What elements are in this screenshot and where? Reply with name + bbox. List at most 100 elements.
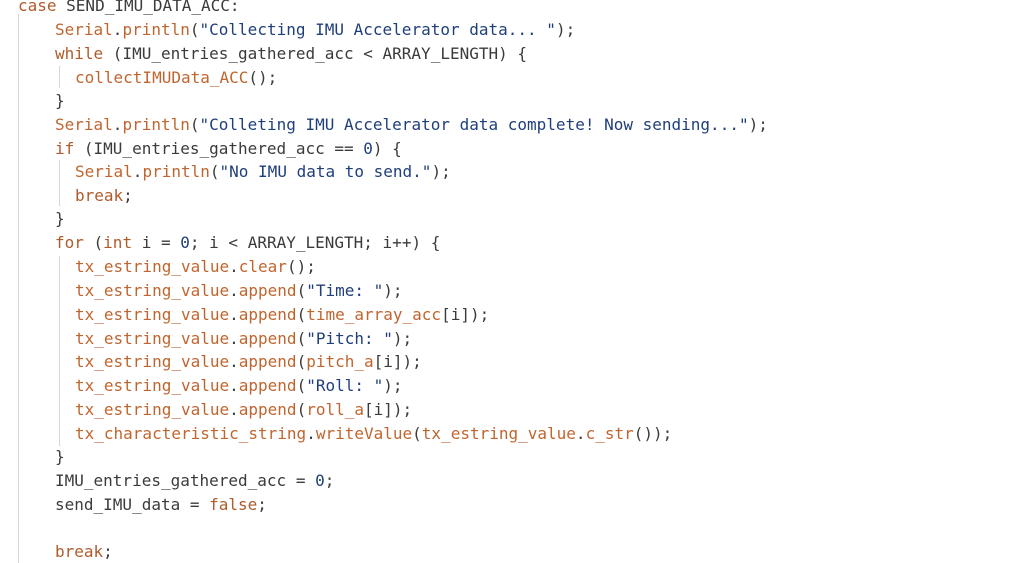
function-token: println (122, 20, 190, 39)
plain-token: ); (383, 281, 403, 300)
plain-token: ( (296, 329, 307, 348)
plain-token: ( (189, 20, 200, 39)
plain-token: ); (383, 376, 403, 395)
code-line[interactable]: Serial.println("Colleting IMU Accelerato… (55, 114, 768, 136)
code-line[interactable]: tx_estring_value.append("Pitch: "); (75, 328, 412, 350)
function-token: tx_estring_value (421, 424, 576, 443)
plain-token: ( (189, 115, 200, 134)
code-line[interactable]: if (IMU_entries_gathered_acc == 0) { (55, 138, 402, 160)
function-token: println (142, 162, 210, 181)
plain-token: . (132, 162, 143, 181)
plain-token: (IMU_entries_gathered_acc < ARRAY_LENGTH… (103, 44, 528, 63)
code-line[interactable]: } (55, 208, 65, 230)
plain-token: ); (748, 115, 768, 134)
code-line[interactable]: collectIMUData_ACC(); (75, 67, 277, 89)
function-token: tx_estring_value (75, 257, 230, 276)
keyword-token: false (209, 495, 258, 514)
indent-guide (59, 256, 60, 446)
function-token: tx_estring_value (75, 281, 230, 300)
code-line[interactable]: case SEND_IMU_DATA_ACC: (18, 0, 240, 17)
plain-token: ); (555, 20, 576, 39)
keyword-token: break (55, 542, 104, 561)
plain-token: ); (392, 329, 413, 348)
number-token: 0 (315, 471, 325, 490)
function-token: Serial (75, 162, 133, 181)
keyword-token: if (55, 139, 75, 158)
function-token: append (238, 329, 297, 348)
code-line[interactable]: tx_estring_value.append("Roll: "); (75, 375, 403, 397)
code-line[interactable]: IMU_entries_gathered_acc = 0; (55, 470, 334, 492)
plain-token: ; (324, 471, 335, 490)
plain-token: ( (296, 352, 307, 371)
code-line[interactable]: Serial.println("No IMU data to send."); (75, 161, 451, 183)
code-line[interactable]: tx_estring_value.append(time_array_acc[i… (75, 304, 489, 326)
plain-token: ; i < ARRAY_LENGTH; i++) { (189, 233, 441, 252)
code-line[interactable]: break; (75, 185, 133, 207)
plain-token: [i]); (373, 352, 422, 371)
string-token: "Roll: " (306, 376, 384, 395)
plain-token: ()); (633, 424, 673, 443)
code-line[interactable]: tx_estring_value.clear(); (75, 256, 316, 278)
function-token: append (238, 400, 297, 419)
function-token: writeValue (315, 424, 413, 443)
keyword-token: for (55, 233, 84, 252)
plain-token: [i]); (364, 400, 413, 419)
code-line[interactable]: for (int i = 0; i < ARRAY_LENGTH; i++) { (55, 232, 440, 254)
plain-token: . (229, 329, 239, 348)
function-token: collectIMUData_ACC (75, 68, 249, 87)
function-token: Serial (55, 20, 113, 39)
plain-token: } (55, 91, 65, 110)
plain-token: . (229, 376, 239, 395)
plain-token: ; (257, 495, 267, 514)
plain-token: ; (103, 542, 113, 561)
function-token: tx_estring_value (75, 376, 230, 395)
plain-token: ( (83, 233, 104, 252)
code-line[interactable]: tx_estring_value.append("Time: "); (75, 280, 403, 302)
plain-token: (); (248, 68, 278, 87)
function-token: pitch_a (306, 352, 374, 371)
function-token: c_str (585, 424, 634, 443)
string-token: "Pitch: " (306, 329, 393, 348)
plain-token: i = (132, 233, 181, 252)
plain-token: IMU_entries_gathered_acc = (55, 471, 316, 490)
plain-token: . (112, 20, 123, 39)
plain-token: [i]); (441, 305, 490, 324)
function-token: println (122, 115, 190, 134)
keyword-token: case (18, 0, 57, 15)
code-line[interactable]: } (55, 446, 65, 468)
plain-token: ( (296, 305, 307, 324)
code-line[interactable]: Serial.println("Collecting IMU Accelerat… (55, 19, 575, 41)
string-token: "Colleting IMU Accelerator data complete… (199, 115, 749, 134)
plain-token: ( (296, 400, 307, 419)
code-line[interactable]: send_IMU_data = false; (55, 494, 267, 516)
plain-token: . (112, 115, 123, 134)
plain-token: . (575, 424, 586, 443)
plain-token: . (306, 424, 316, 443)
string-token: "No IMU data to send." (219, 162, 432, 181)
function-token: append (238, 352, 297, 371)
plain-token: (IMU_entries_gathered_acc == (74, 139, 364, 158)
function-token: clear (238, 257, 287, 276)
plain-token: . (229, 400, 239, 419)
plain-token: } (55, 209, 65, 228)
code-line[interactable]: break; (55, 541, 113, 563)
code-line[interactable]: tx_characteristic_string.writeValue(tx_e… (75, 423, 672, 445)
plain-token: send_IMU_data = (55, 495, 210, 514)
plain-token: ( (296, 281, 307, 300)
function-token: roll_a (306, 400, 364, 419)
plain-token: (); (286, 257, 316, 276)
number-token: 0 (180, 233, 190, 252)
function-token: Serial (55, 115, 113, 134)
plain-token: SEND_IMU_DATA_ACC: (56, 0, 240, 15)
plain-token: ( (412, 424, 422, 443)
code-line[interactable]: tx_estring_value.append(pitch_a[i]); (75, 351, 422, 373)
code-line[interactable]: } (55, 90, 65, 112)
keyword-token: int (103, 233, 133, 252)
function-token: tx_estring_value (75, 400, 230, 419)
code-line[interactable]: tx_estring_value.append(roll_a[i]); (75, 399, 412, 421)
code-line[interactable]: while (IMU_entries_gathered_acc < ARRAY_… (55, 43, 527, 65)
plain-token: . (229, 305, 239, 324)
plain-token: ( (296, 376, 307, 395)
plain-token: . (229, 281, 239, 300)
